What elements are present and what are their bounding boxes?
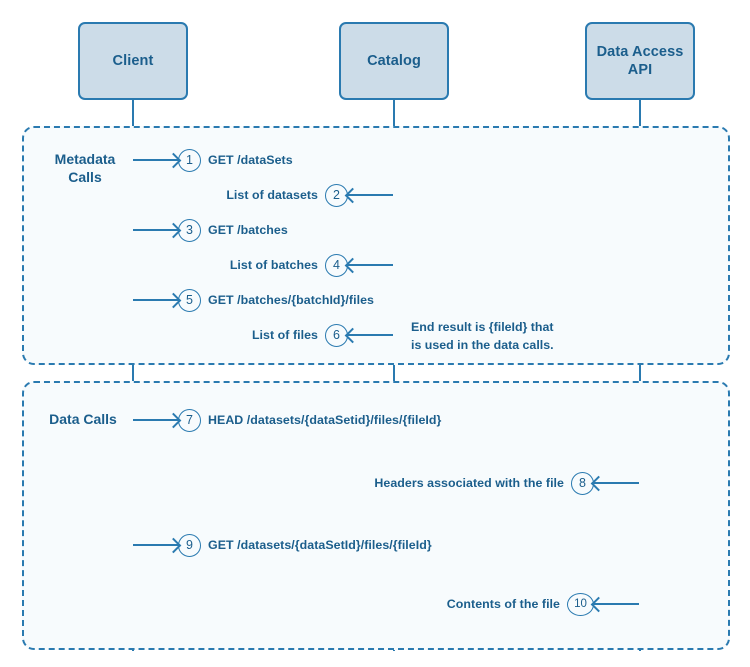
message-3: 3 GET /batches xyxy=(133,218,288,242)
message-4-label: List of batches xyxy=(229,258,318,272)
message-9: 9 GET /datasets/{dataSetId}/files/{fileI… xyxy=(133,533,432,557)
lifeline-data-access-api xyxy=(639,100,641,651)
arrow-left-icon xyxy=(594,482,639,484)
participant-catalog[interactable]: Catalog xyxy=(339,22,449,100)
message-7-label: HEAD /datasets/{dataSetid}/files/{fileId… xyxy=(208,413,442,427)
message-5: 5 GET /batches/{batchId}/files xyxy=(133,288,374,312)
message-10: 10 Contents of the file xyxy=(447,592,639,616)
lifeline-client xyxy=(132,100,134,651)
participant-client[interactable]: Client xyxy=(78,22,188,100)
arrow-left-icon xyxy=(594,603,639,605)
message-3-label: GET /batches xyxy=(208,223,288,237)
arrow-right-icon xyxy=(133,299,178,301)
message-4: 4 List of batches xyxy=(230,253,393,277)
group-metadata-calls-label: Metadata Calls xyxy=(54,151,116,186)
arrow-left-icon xyxy=(348,334,393,336)
participant-catalog-label: Catalog xyxy=(367,52,421,69)
message-1-label: GET /dataSets xyxy=(208,153,293,167)
message-2: 2 List of datasets xyxy=(226,183,393,207)
participant-data-access-api-label: Data Access API xyxy=(596,43,684,78)
message-8: 8 Headers associated with the file xyxy=(374,471,639,495)
message-7: 7 HEAD /datasets/{dataSetid}/files/{file… xyxy=(133,408,441,432)
group-metadata-calls xyxy=(22,126,730,365)
arrow-right-icon xyxy=(133,544,178,546)
arrow-right-icon xyxy=(133,229,178,231)
message-8-label: Headers associated with the file xyxy=(374,476,564,490)
arrow-left-icon xyxy=(348,264,393,266)
group-data-calls xyxy=(22,381,730,650)
note-end-result: End result is {fileId} that is used in t… xyxy=(411,320,554,352)
arrow-left-icon xyxy=(348,194,393,196)
message-2-label: List of datasets xyxy=(226,188,318,202)
participant-data-access-api[interactable]: Data Access API xyxy=(585,22,695,100)
message-10-label: Contents of the file xyxy=(446,597,560,611)
message-1: 1 GET /dataSets xyxy=(133,148,293,172)
message-9-label: GET /datasets/{dataSetId}/files/{fileId} xyxy=(208,538,432,552)
group-data-calls-label: Data Calls xyxy=(49,411,117,427)
arrow-right-icon xyxy=(133,419,178,421)
arrow-right-icon xyxy=(133,159,178,161)
message-6: 6 List of files xyxy=(252,323,393,347)
message-6-label: List of files xyxy=(251,328,318,342)
message-5-label: GET /batches/{batchId}/files xyxy=(208,293,374,307)
lifeline-catalog xyxy=(393,100,395,651)
participant-client-label: Client xyxy=(112,52,154,69)
